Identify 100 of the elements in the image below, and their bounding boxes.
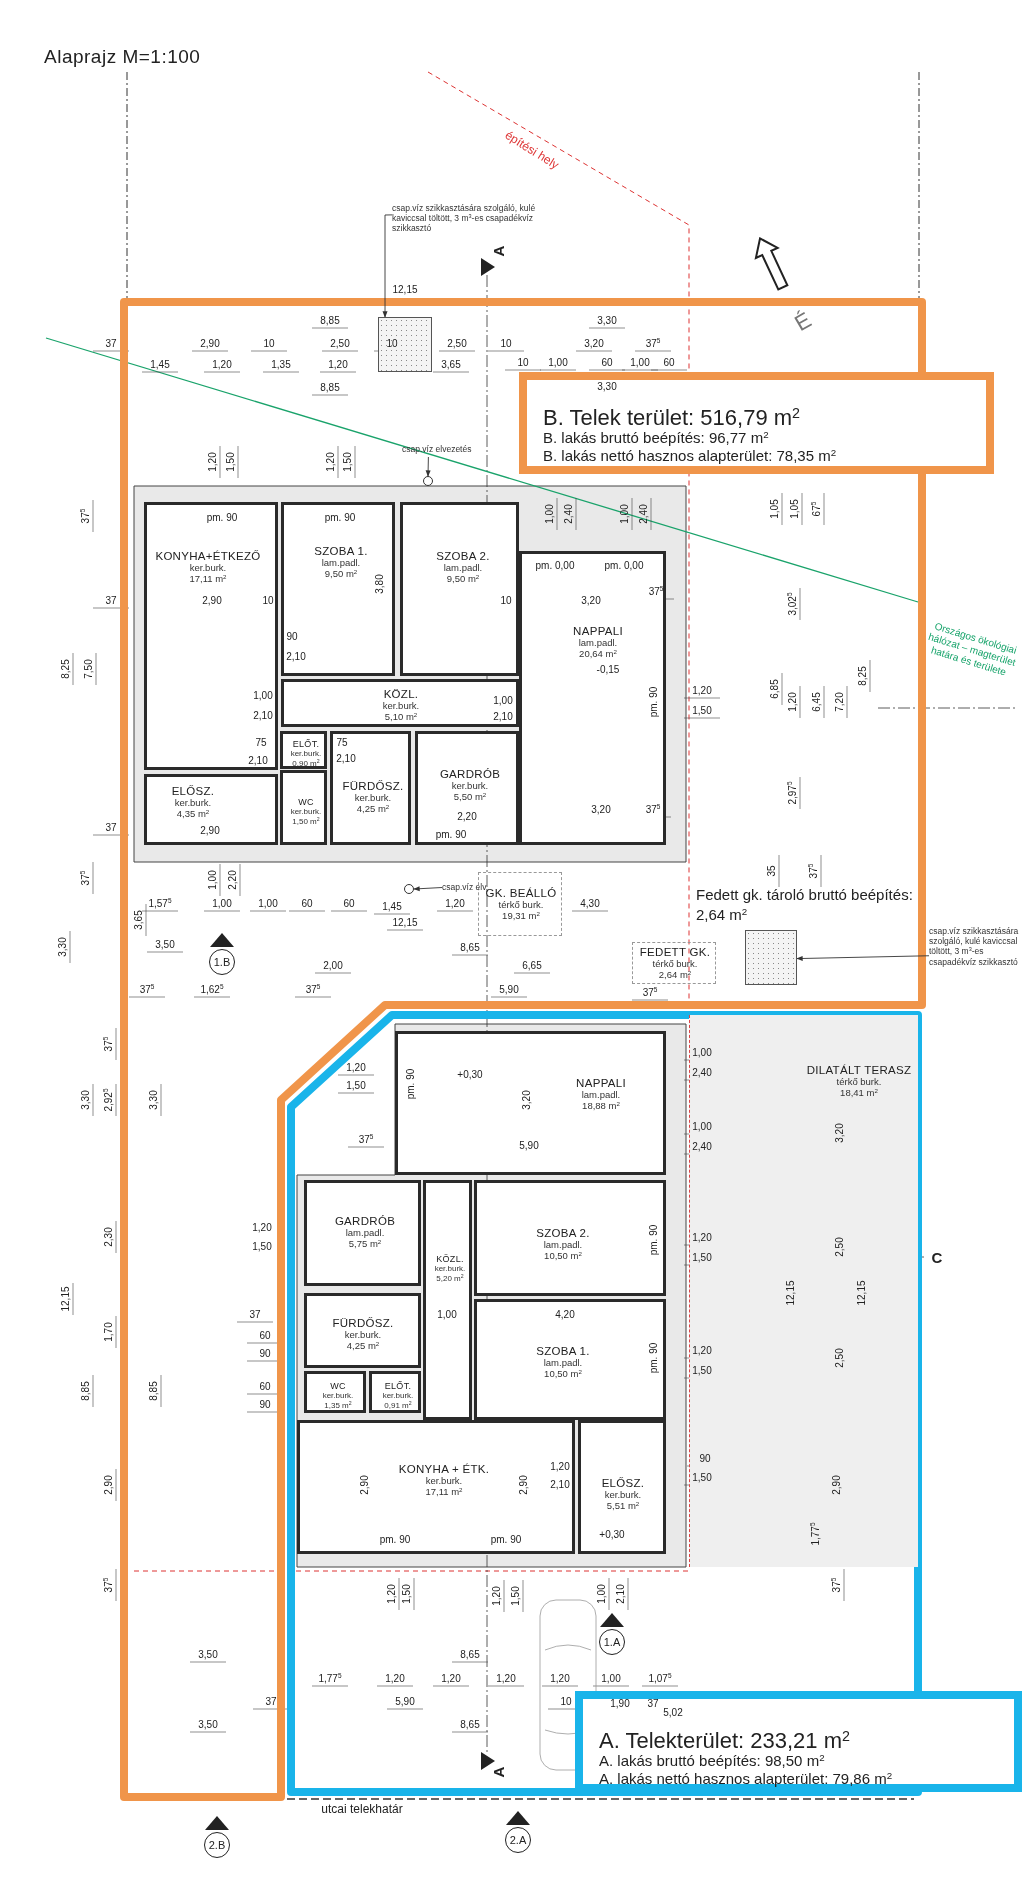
- room-name: ELŐT.: [292, 738, 320, 749]
- dimension-value: 2,20: [457, 810, 477, 822]
- dimension-value: 6,65: [522, 959, 542, 971]
- dimension-value: 2,90: [358, 1475, 370, 1495]
- dimension-value: 1,50: [400, 1584, 412, 1604]
- plot-area-heading: B. Telek terület: 516,79 m$^{2}$: [543, 406, 802, 430]
- room-name: GARDRÓB: [439, 768, 501, 782]
- room-outline: [281, 502, 395, 676]
- floor-finish: ker.burk.: [382, 701, 420, 713]
- dimension-value: 8,65: [460, 1718, 480, 1730]
- dimension-value: 2,50: [833, 1348, 845, 1368]
- room-outline: [578, 1420, 666, 1554]
- room-outline: [474, 1180, 666, 1296]
- dimension-value: 1,50: [346, 1079, 366, 1091]
- dimension-value: 1,20: [252, 1221, 272, 1233]
- dimension-value: 3,50: [155, 938, 175, 950]
- room-name: KÖZL.: [436, 1253, 464, 1264]
- dimension-value: 37$^{5}$: [645, 803, 661, 815]
- room-area: 5,51 m$^{2}$: [606, 1501, 640, 1513]
- room-outline: [369, 1371, 421, 1413]
- dimension-value: 1,20: [385, 1672, 405, 1684]
- plot-area-heading: A. Telekterület: 233,21 m$^{2}$: [599, 1729, 851, 1753]
- dimension-value: 1,00: [258, 897, 278, 909]
- room-name: GARDRÓB: [334, 1215, 396, 1229]
- area-info-panel: [519, 372, 994, 474]
- dimension-value: pm. 90: [647, 686, 659, 718]
- dimension-value: 1,20: [490, 1586, 502, 1606]
- room-outline: [304, 1293, 421, 1368]
- dimension-value: 2,90: [517, 1475, 529, 1495]
- dimension-value: 1,00: [212, 897, 232, 909]
- dimension-value: 1,00: [692, 1120, 712, 1132]
- room-outline: [330, 731, 411, 845]
- room-name: GK. BEÁLLÓ: [485, 887, 557, 901]
- dimension-value: pm. 90: [490, 1533, 522, 1545]
- dimension-value: 10: [500, 594, 512, 606]
- dimension-value: 1,20: [692, 1231, 712, 1243]
- dimension-value: pm. 90: [206, 511, 238, 523]
- room-area: 19,31 m$^{2}$: [502, 911, 540, 923]
- dimension-value: 12,15: [392, 283, 418, 295]
- dimension-value: 8,85: [320, 314, 340, 326]
- room-area: 5,10 m$^{2}$: [384, 712, 418, 724]
- floor-finish: ker.burk.: [290, 807, 322, 817]
- dimension-value: pm. 90: [647, 1224, 659, 1256]
- floor-finish: ker.burk.: [290, 749, 322, 759]
- dimension-value: 90: [259, 1398, 271, 1410]
- dimension-value: 1,50: [509, 1586, 521, 1606]
- floor-finish: lam.padl.: [543, 1358, 583, 1370]
- room-area: 17,11 m$^{2}$: [189, 574, 227, 586]
- dimension-value: pm. 90: [404, 1068, 416, 1100]
- dimension-value: 1,45: [382, 900, 402, 912]
- dimension-value: 37: [249, 1308, 261, 1320]
- dimension-value: 37: [105, 821, 117, 833]
- room-name: ELŐSZ.: [601, 1477, 645, 1491]
- dimension-value: 12,15: [59, 1286, 71, 1312]
- dimension-value: 1,20: [328, 358, 348, 370]
- room-area: 0,91 m$^{2}$: [384, 1400, 412, 1410]
- room-name: ELŐSZ.: [171, 785, 215, 799]
- room-area: 4,25 m$^{2}$: [356, 804, 390, 816]
- dimension-value: 3,20: [584, 337, 604, 349]
- north-label: É: [790, 307, 816, 337]
- dimension-value: 1,50: [252, 1240, 272, 1252]
- floor-finish: lam.padl.: [443, 563, 483, 575]
- level-mark: -0,15: [596, 663, 620, 675]
- dimension-value: 6,45: [810, 692, 822, 712]
- dimension-value: 1,00: [618, 504, 630, 524]
- dimension-value: 60: [343, 897, 355, 909]
- room-outline: [280, 770, 327, 845]
- dimension-value: 1,20: [385, 1584, 397, 1604]
- floor-finish: ker.burk.: [189, 563, 227, 575]
- room-name: NAPPALI: [576, 1077, 626, 1091]
- floor-finish: lam.padl.: [321, 558, 361, 570]
- dimension-value: 90: [259, 1347, 271, 1359]
- dimension-value: 1,00: [493, 694, 513, 706]
- dimension-value: 2,40: [692, 1066, 712, 1078]
- dimension-value: 8,85: [320, 381, 340, 393]
- dimension-value: 1,20: [441, 1672, 461, 1684]
- downpipe-circle: [423, 476, 433, 486]
- dimension-value: pm. 0,00: [604, 559, 644, 571]
- dimension-value: 37: [265, 1695, 277, 1707]
- room-outline: [519, 551, 666, 845]
- room-area: 10,50 m$^{2}$: [544, 1251, 582, 1263]
- dimension-value: 2,90: [830, 1475, 842, 1495]
- dimension-value: 1,20: [445, 897, 465, 909]
- room-name: KÖZL.: [383, 688, 419, 702]
- dimension-value: 1,00: [543, 504, 555, 524]
- dimension-value: 10: [262, 594, 274, 606]
- parking-area: [478, 872, 562, 936]
- room-outline: [297, 1420, 575, 1554]
- dimension-value: 1,20: [786, 692, 798, 712]
- room-name: WC: [298, 796, 314, 807]
- dimension-value: 1,05: [768, 499, 780, 519]
- dimension-value: 37$^{5}$: [358, 1133, 374, 1145]
- area-info-panel: [575, 1691, 1022, 1792]
- dimension-value: 3,30: [147, 1090, 159, 1110]
- dimension-value: 37$^{5}$: [645, 337, 661, 349]
- room-name: FÜRDŐSZ.: [332, 1317, 394, 1331]
- dimension-value: 1,50: [692, 1251, 712, 1263]
- room-outline: [304, 1371, 366, 1413]
- room-name: WC: [330, 1380, 346, 1391]
- room-name: ELŐT.: [384, 1380, 412, 1391]
